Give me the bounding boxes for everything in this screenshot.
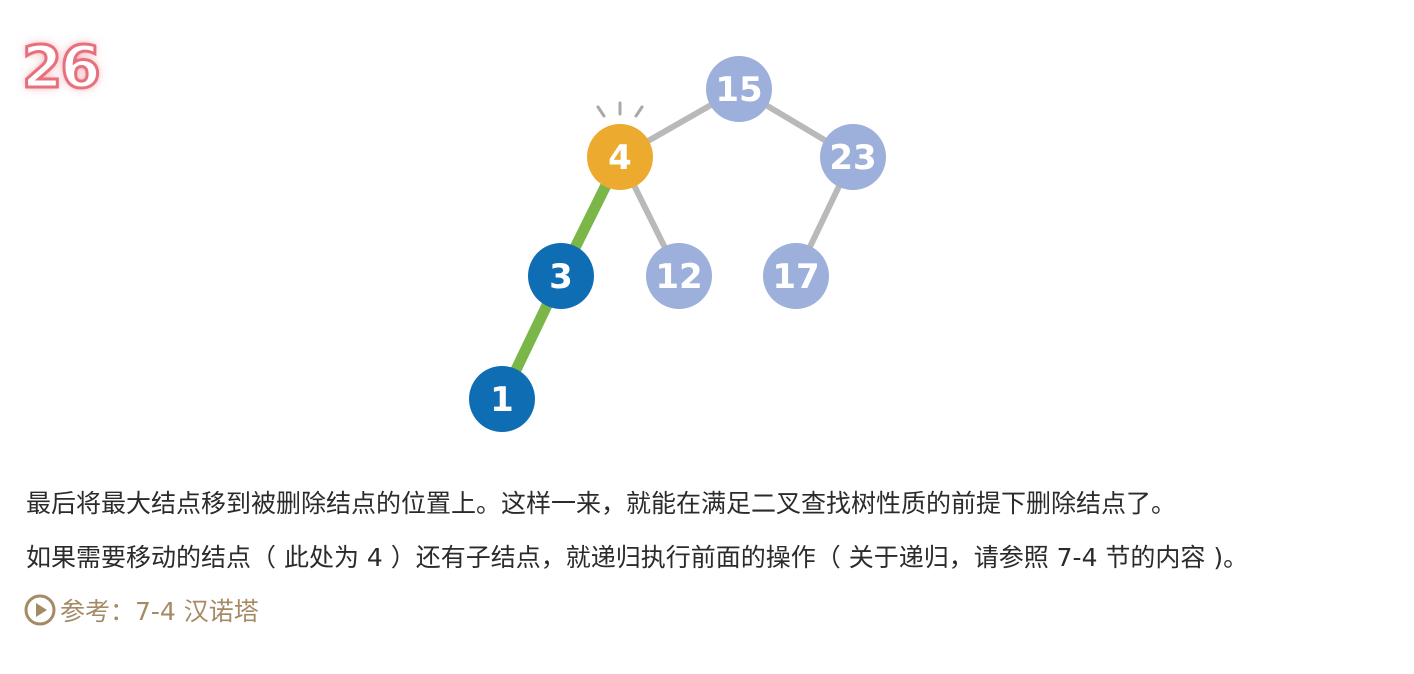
node-label: 23: [829, 138, 876, 178]
tree-node-4: 4: [587, 124, 653, 190]
node-label: 1: [490, 380, 514, 420]
node-circle: [820, 124, 886, 190]
tree-node-23: 23: [820, 124, 886, 190]
node-label: 4: [608, 138, 632, 178]
reference-link[interactable]: 参考：7-4 汉诺塔: [24, 594, 259, 626]
binary-search-tree-diagram: 15 4 23 3 12 17 1: [469, 56, 886, 432]
node-label: 12: [655, 257, 702, 297]
description-line-2: 如果需要移动的结点（ 此处为 4 ）还有子结点，就递归执行前面的操作（ 关于递归…: [26, 543, 1249, 572]
node-circle: [706, 56, 772, 122]
sparkle-mark-2: [634, 105, 644, 118]
tree-node-3: 3: [528, 243, 594, 309]
node-circle: [528, 243, 594, 309]
reference-label: 参考：7-4 汉诺塔: [60, 597, 259, 626]
node-circle: [587, 124, 653, 190]
node-circle: [469, 366, 535, 432]
node-circle: [646, 243, 712, 309]
play-circle-icon: [24, 594, 56, 626]
description-line-1: 最后将最大结点移到被删除结点的位置上。这样一来，就能在满足二叉查找树性质的前提下…: [26, 489, 1177, 518]
sparkle-mark-0: [596, 105, 606, 118]
node-label: 3: [549, 257, 573, 297]
tree-node-17: 17: [763, 243, 829, 309]
step-number: 26: [21, 33, 103, 101]
tree-nodes: 15 4 23 3 12 17 1: [469, 56, 886, 432]
node-label: 15: [715, 70, 762, 110]
node-circle: [763, 243, 829, 309]
tree-node-12: 12: [646, 243, 712, 309]
highlight-sparkle-icon: [596, 101, 644, 118]
tree-node-1: 1: [469, 366, 535, 432]
node-label: 17: [772, 257, 819, 297]
tree-node-15: 15: [706, 56, 772, 122]
